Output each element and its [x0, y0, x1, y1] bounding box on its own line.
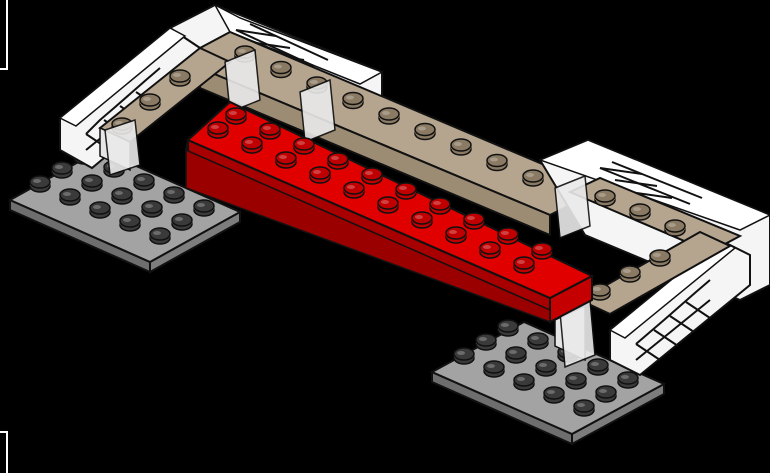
baseplate-left-stud — [120, 215, 140, 231]
tan-stud — [170, 70, 190, 86]
tan-stud — [487, 155, 507, 171]
baseplate-right-stud — [544, 387, 564, 403]
red-stud — [430, 198, 450, 214]
red-stud — [344, 182, 364, 198]
tan-stud — [595, 190, 615, 206]
red-stud — [276, 152, 296, 168]
baseplate-left-stud — [112, 188, 132, 204]
baseplate-left-stud — [164, 187, 184, 203]
red-stud — [396, 183, 416, 199]
baseplate-right-stud — [484, 361, 504, 377]
baseplate-right-stud — [574, 400, 594, 416]
tan-stud — [343, 93, 363, 109]
baseplate-left-stud — [30, 176, 50, 192]
lego-build-step-illustration — [0, 0, 770, 453]
baseplate-left-stud — [134, 174, 154, 190]
red-stud — [310, 167, 330, 183]
tan-stud — [620, 266, 640, 282]
red-stud — [328, 153, 348, 169]
baseplate-right-stud — [506, 347, 526, 363]
baseplate-right-stud — [454, 348, 474, 364]
baseplate-right-stud — [536, 360, 556, 376]
red-stud — [498, 228, 518, 244]
tan-stud — [140, 94, 160, 110]
red-stud — [362, 168, 382, 184]
red-stud — [446, 227, 466, 243]
red-stud — [226, 108, 246, 124]
baseplate-left-stud — [90, 202, 110, 218]
tan-stud — [523, 170, 543, 186]
red-stud — [514, 257, 534, 273]
tan-stud — [415, 124, 435, 140]
red-stud — [260, 123, 280, 139]
baseplate-right-stud — [528, 333, 548, 349]
baseplate-left-stud — [172, 214, 192, 230]
tan-stud — [650, 250, 670, 266]
baseplate-right-stud — [566, 373, 586, 389]
red-stud — [480, 242, 500, 258]
red-stud — [532, 243, 552, 259]
baseplate-right-stud — [498, 320, 518, 336]
red-stud — [294, 138, 314, 154]
baseplate-right-stud — [596, 386, 616, 402]
red-stud — [242, 137, 262, 153]
baseplate-left-stud — [82, 175, 102, 191]
tan-stud — [271, 62, 291, 78]
tan-stud — [665, 220, 685, 236]
red-stud — [464, 213, 484, 229]
baseplate-right-stud — [588, 359, 608, 375]
tan-stud — [630, 204, 650, 220]
tan-stud — [451, 139, 471, 155]
baseplate-left-stud — [60, 189, 80, 205]
baseplate-left-stud — [52, 162, 72, 178]
baseplate-right-stud — [514, 374, 534, 390]
baseplate-left-stud — [150, 228, 170, 244]
baseplate-left-stud — [142, 201, 162, 217]
baseplate-right-stud — [476, 334, 496, 350]
baseplate-left-stud — [194, 200, 214, 216]
red-stud — [412, 212, 432, 228]
tan-stud — [379, 108, 399, 124]
baseplate-right-stud — [618, 372, 638, 388]
red-stud — [378, 197, 398, 213]
red-stud — [208, 122, 228, 138]
